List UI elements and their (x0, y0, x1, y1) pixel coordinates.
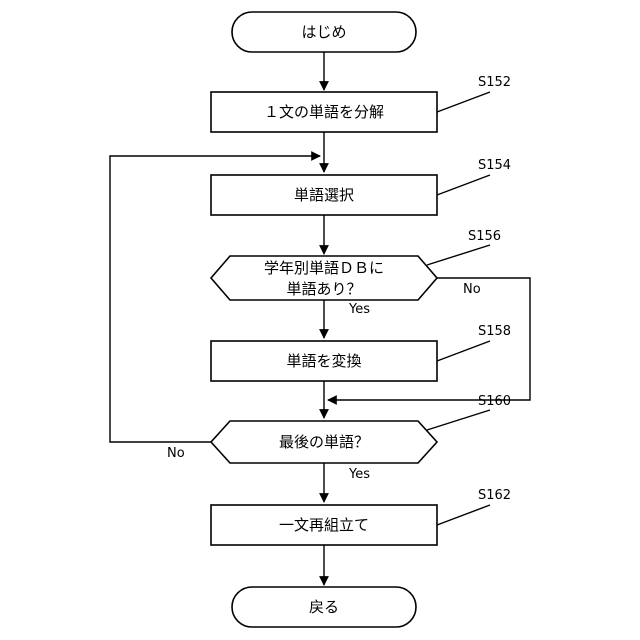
step-s156: 学年別単語ＤＢに 単語あり？ (211, 256, 437, 300)
start-label: はじめ (301, 23, 346, 41)
s152-leader (437, 92, 490, 112)
end-label: 戻る (309, 598, 339, 616)
step-s160: 最後の単語？ (211, 421, 437, 463)
s156-no-label: No (463, 282, 481, 297)
s160-label: 最後の単語？ (279, 433, 369, 451)
s156-yes-label: Yes (348, 302, 370, 317)
step-s162: 一文再組立て (211, 505, 437, 545)
end-terminal: 戻る (232, 587, 416, 627)
s158-leader (437, 341, 490, 361)
s154-step-id: S154 (478, 158, 511, 173)
s160-leader (427, 410, 490, 430)
s156-step-id: S156 (468, 229, 501, 244)
start-terminal: はじめ (232, 12, 416, 52)
s156-leader (427, 245, 490, 265)
s156-label-line2: 単語あり？ (286, 280, 361, 298)
s158-step-id: S158 (478, 324, 511, 339)
s152-step-id: S152 (478, 75, 511, 90)
s154-leader (437, 175, 490, 195)
s162-leader (437, 505, 490, 525)
s156-label-line1: 学年別単語ＤＢに (264, 259, 384, 277)
s154-label: 単語選択 (294, 186, 354, 204)
step-s152: １文の単語を分解 (211, 92, 437, 132)
step-s158: 単語を変換 (211, 341, 437, 381)
s162-step-id: S162 (478, 488, 511, 503)
s160-step-id: S160 (478, 394, 511, 409)
s158-label: 単語を変換 (286, 352, 361, 370)
s160-no-label: No (167, 446, 185, 461)
step-s154: 単語選択 (211, 175, 437, 215)
s160-yes-label: Yes (348, 467, 370, 482)
s152-label: １文の単語を分解 (264, 103, 384, 121)
s162-label: 一文再組立て (279, 516, 369, 534)
